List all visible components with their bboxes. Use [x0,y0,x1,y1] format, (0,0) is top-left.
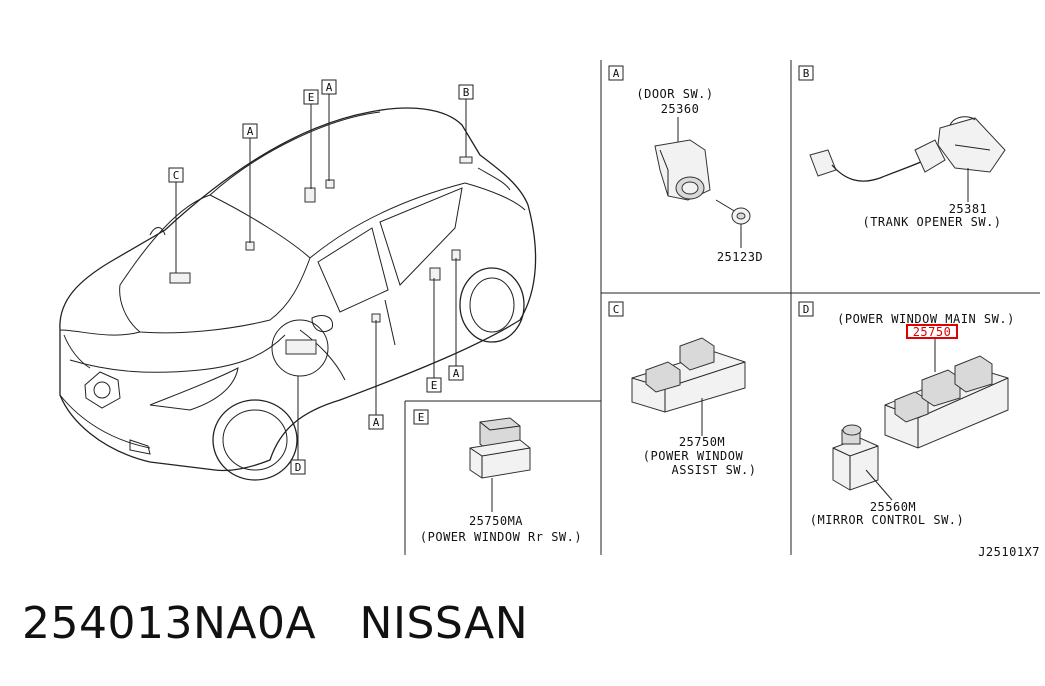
reference-code: J25101X7 [978,545,1040,559]
highlight-box [906,324,958,339]
svg-text:E: E [418,411,425,424]
svg-text:E: E [431,379,438,392]
panel-b: B 25381 (TRANK OPENER SW.) [798,65,1006,229]
mirror-control-part: 25560M [870,500,916,514]
trunk-opener-name: (TRANK OPENER SW.) [862,215,1001,229]
part-number: 254013NA0A [22,598,317,649]
svg-text:A: A [326,81,333,94]
mirror-control-name: (MIRROR CONTROL SW.) [810,513,965,527]
window-assist-name-line1: (POWER WINDOW [643,449,744,463]
door-switch-part: 25360 [661,102,700,116]
car-callout: E [303,89,319,105]
window-main-name: (POWER WINDOW MAIN SW.) [837,312,1015,326]
svg-text:E: E [308,91,315,104]
window-rr-part: 25750MA [469,514,523,528]
footer-caption: 254013NA0A NISSAN [22,598,528,649]
car-callout: C [168,167,184,183]
window-rr-name: (POWER WINDOW Rr SW.) [420,530,582,544]
car-callout-lines [175,94,467,460]
car-callout: B [458,84,474,100]
svg-text:C: C [613,303,620,316]
svg-text:B: B [803,67,810,80]
svg-text:A: A [613,67,620,80]
door-bolt-part: 25123D [717,250,763,264]
door-switch-name: (DOOR SW.) [636,87,713,101]
car-callout: E [426,377,442,393]
car-callout: A [242,123,258,139]
svg-text:D: D [803,303,810,316]
car-callouts: A E A B C A E A D [168,79,474,475]
svg-text:A: A [453,367,460,380]
panel-e: E 25750MA (POWER WINDOW Rr SW.) [413,409,582,544]
car-callout: A [448,365,464,381]
panel-d: D (POWER WINDOW MAIN SW.) 25750 25560M (… [798,301,1015,527]
window-main-part: 25750 [913,325,952,339]
car-callout: D [290,459,306,475]
trunk-opener-part: 25381 [949,202,988,216]
window-assist-part: 25750M [679,435,725,449]
car-callout: A [368,414,384,430]
car-illustration [59,107,537,481]
panel-a: A (DOOR SW.) 25360 25123D [608,65,763,264]
svg-text:D: D [295,461,302,474]
panel-grid [404,60,1040,555]
svg-text:A: A [247,125,254,138]
svg-text:C: C [173,169,180,182]
car-callout: A [321,79,337,95]
panel-c: C 25750M (POWER WINDOW ASSIST SW.) [608,301,757,477]
brand-name: NISSAN [359,598,529,649]
svg-text:A: A [373,416,380,429]
window-assist-name-line2: ASSIST SW.) [672,463,757,477]
svg-text:B: B [463,86,470,99]
